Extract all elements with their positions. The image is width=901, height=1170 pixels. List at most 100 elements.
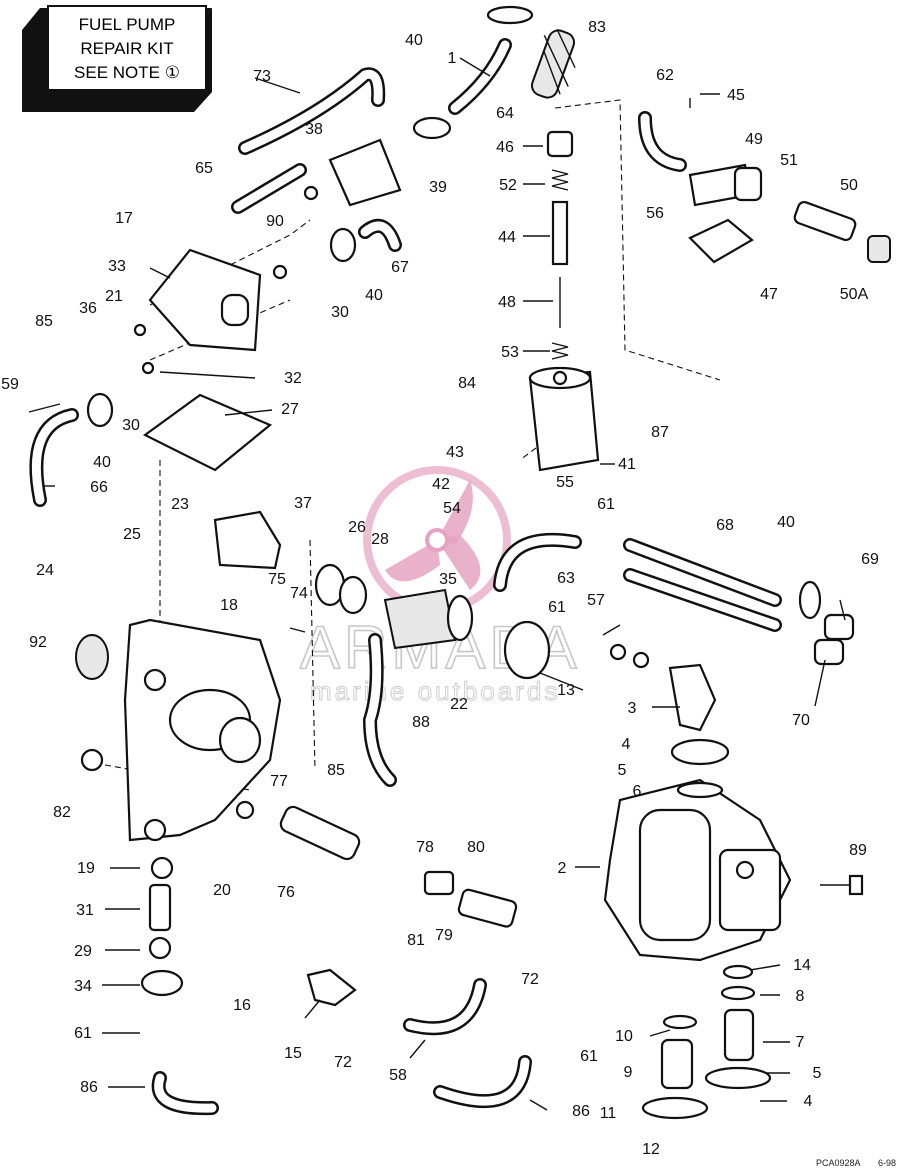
callout-48: 48 — [498, 294, 516, 311]
callout-34: 34 — [74, 978, 92, 995]
callout-5-lower: 5 — [813, 1065, 822, 1082]
callout-10: 10 — [615, 1028, 633, 1045]
callout-78: 78 — [416, 839, 434, 856]
callout-7: 7 — [796, 1034, 805, 1051]
callout-24: 24 — [36, 562, 54, 579]
callout-40-top: 40 — [405, 32, 423, 49]
callout-87: 87 — [651, 424, 669, 441]
callout-63: 63 — [557, 570, 575, 587]
watermark-tagline: marine outboards — [310, 676, 560, 706]
callout-12: 12 — [642, 1141, 660, 1158]
callout-40-left: 40 — [93, 454, 111, 471]
callout-8: 8 — [796, 988, 805, 1005]
callout-89: 89 — [849, 842, 867, 859]
housing-2 — [603, 778, 792, 962]
callout-53: 53 — [501, 344, 519, 361]
callout-40-right: 40 — [777, 514, 795, 531]
callout-32: 32 — [284, 370, 302, 387]
fuel-filter-sleeve-64 — [530, 29, 576, 99]
callout-38: 38 — [305, 121, 323, 138]
figure-footer: PCA0928A 6-98 — [816, 1158, 896, 1168]
callout-79: 79 — [435, 927, 453, 944]
callout-77: 77 — [270, 773, 288, 790]
callout-9: 9 — [624, 1064, 633, 1081]
callout-58: 58 — [389, 1067, 407, 1084]
callout-61-mid: 61 — [548, 599, 566, 616]
callout-13: 13 — [557, 682, 575, 699]
callout-68: 68 — [716, 517, 734, 534]
callout-50a: 50A — [840, 286, 869, 303]
callout-labels: 1 2 3 4 4 5 5 6 7 8 9 10 11 12 13 14 15 … — [1, 19, 879, 1158]
callout-46: 46 — [496, 139, 514, 156]
callout-69: 69 — [861, 551, 879, 568]
callout-40-mid: 40 — [365, 287, 383, 304]
callout-61-top: 61 — [597, 496, 615, 513]
callout-16: 16 — [233, 997, 251, 1014]
callout-67: 67 — [391, 259, 409, 276]
callout-19: 19 — [77, 860, 95, 877]
components — [28, 5, 891, 1120]
note-line-3: SEE NOTE ① — [74, 63, 180, 82]
callout-90: 90 — [266, 213, 284, 230]
note-line-1: FUEL PUMP — [79, 15, 176, 34]
callout-2: 2 — [558, 860, 567, 877]
callout-15: 15 — [284, 1045, 302, 1062]
callout-6: 6 — [633, 783, 642, 800]
callout-14: 14 — [793, 957, 811, 974]
callout-4-lower: 4 — [804, 1093, 813, 1110]
callout-81: 81 — [407, 932, 425, 949]
callout-23: 23 — [171, 496, 189, 513]
callout-30-upper: 30 — [331, 304, 349, 321]
callout-5-upper: 5 — [618, 762, 627, 779]
callout-25: 25 — [123, 526, 141, 543]
callout-82: 82 — [53, 804, 71, 821]
callout-56: 56 — [646, 205, 664, 222]
callout-22: 22 — [450, 696, 468, 713]
main-housing-20 — [123, 618, 282, 842]
figure-code: PCA0928A — [816, 1158, 861, 1168]
callout-31: 31 — [76, 902, 94, 919]
callout-44: 44 — [498, 229, 516, 246]
callout-27: 27 — [281, 401, 299, 418]
callout-74: 74 — [290, 585, 308, 602]
callout-84: 84 — [458, 375, 476, 392]
callout-11: 11 — [600, 1105, 617, 1122]
callout-35: 35 — [439, 571, 457, 588]
filter-housing-41 — [528, 366, 600, 472]
callout-51: 51 — [780, 152, 798, 169]
callout-83: 83 — [588, 19, 606, 36]
callout-85-bottom: 85 — [327, 762, 345, 779]
callout-33: 33 — [108, 258, 126, 275]
hoses — [29, 38, 782, 1116]
callout-62: 62 — [656, 67, 674, 84]
callout-61-right: 61 — [580, 1048, 598, 1065]
callout-47: 47 — [760, 286, 778, 303]
callout-85-top: 85 — [35, 313, 53, 330]
callout-37: 37 — [294, 495, 312, 512]
callout-86-right: 86 — [572, 1103, 590, 1120]
callout-72-left: 72 — [334, 1054, 352, 1071]
callout-65: 65 — [195, 160, 213, 177]
callout-42: 42 — [432, 476, 450, 493]
callout-72-right: 72 — [521, 971, 539, 988]
callout-36: 36 — [79, 300, 97, 317]
callout-41: 41 — [618, 456, 636, 473]
callout-43: 43 — [446, 444, 464, 461]
callout-3: 3 — [628, 700, 637, 717]
callout-64: 64 — [496, 105, 514, 122]
callout-55: 55 — [556, 474, 574, 491]
callout-88: 88 — [412, 714, 430, 731]
callout-92: 92 — [29, 634, 47, 651]
callout-76: 76 — [277, 884, 295, 901]
callout-73: 73 — [253, 68, 271, 85]
callout-45: 45 — [727, 87, 745, 104]
callout-20: 20 — [213, 882, 231, 899]
callout-80: 80 — [467, 839, 485, 856]
callout-1: 1 — [448, 50, 457, 67]
callout-17: 17 — [115, 210, 133, 227]
callout-4-upper: 4 — [622, 736, 631, 753]
callout-75: 75 — [268, 571, 286, 588]
callout-21: 21 — [105, 288, 123, 305]
fuel-pump-repair-kit-note: FUEL PUMP REPAIR KIT SEE NOTE ① — [22, 5, 212, 112]
